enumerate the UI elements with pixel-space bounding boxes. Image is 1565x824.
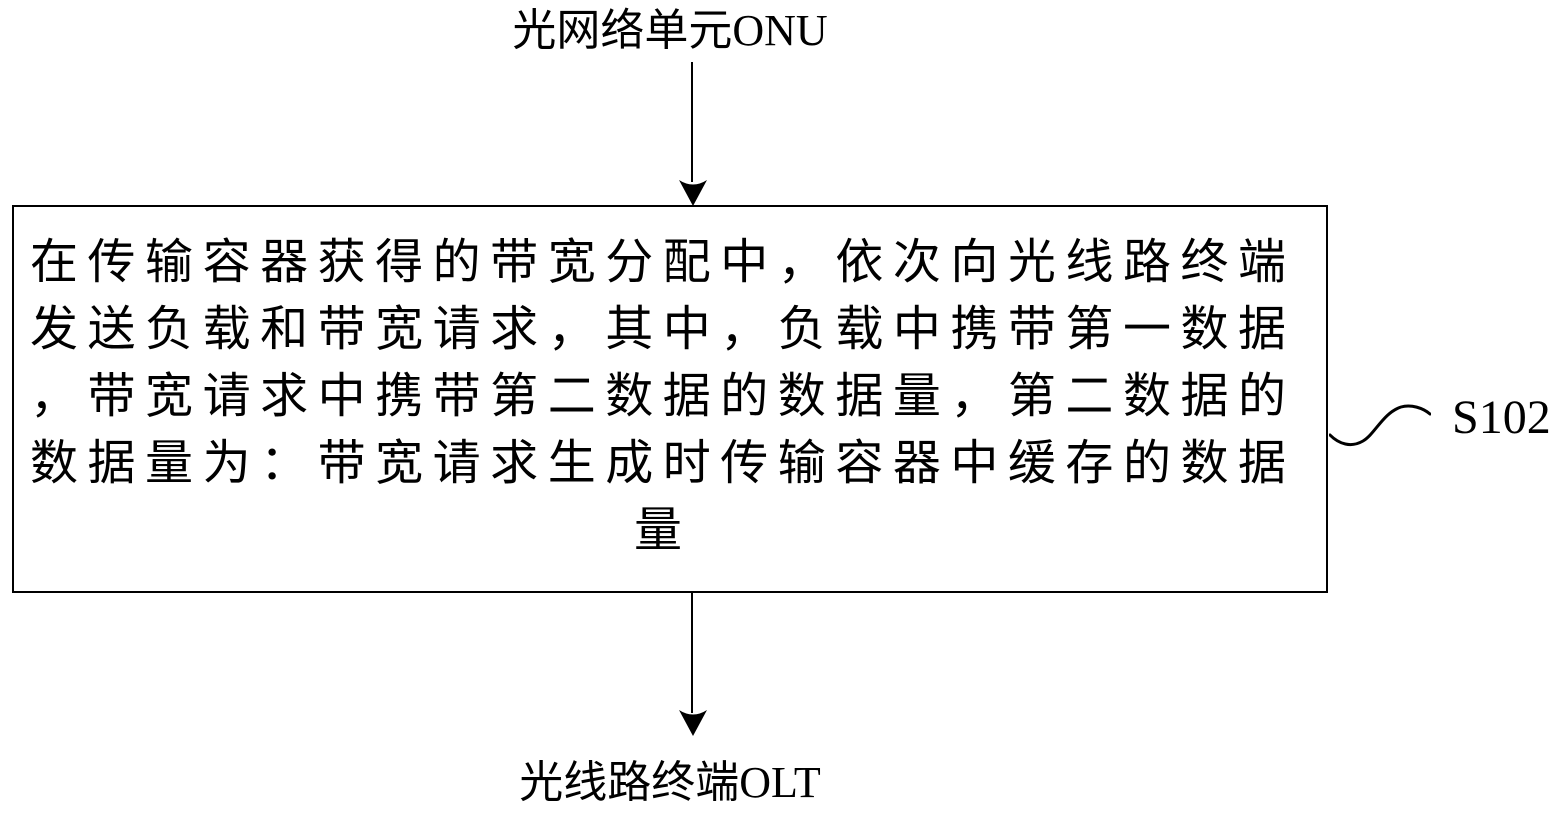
- arrow-line: [691, 62, 693, 182]
- step-text-line-1: 在传输容器获得的带宽分配中，依次向光线路终端: [30, 236, 1286, 289]
- arrow-line: [691, 593, 693, 713]
- process-step-box: 在传输容器获得的带宽分配中，依次向光线路终端 发送负载和带宽请求，其中，负载中携…: [12, 205, 1328, 593]
- arrowhead-down-icon: [679, 710, 707, 736]
- arrowhead-down-icon: [679, 180, 707, 206]
- step-text-line-2: 发送负载和带宽请求，其中，负载中携带第一数据: [30, 303, 1286, 356]
- step-text-line-5: 量: [633, 504, 682, 557]
- step-text-line-3: ，带宽请求中携带第二数据的数据量，第二数据的: [30, 370, 1286, 423]
- onu-node-label: 光网络单元ONU: [512, 6, 828, 55]
- step-text-line-4: 数据量为：带宽请求生成时传输容器中缓存的数据: [30, 437, 1286, 490]
- step-number-label: S102: [1452, 391, 1551, 444]
- olt-node-label: 光线路终端OLT: [519, 758, 821, 807]
- step-connector-squiggle: [1329, 404, 1431, 447]
